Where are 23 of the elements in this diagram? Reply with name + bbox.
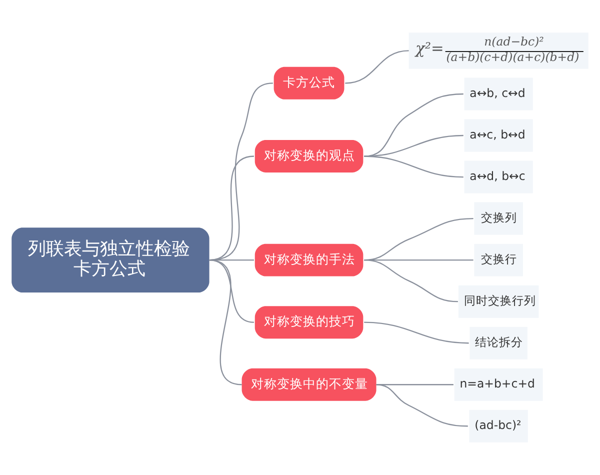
connector (364, 259, 458, 302)
node-box: a↔d, b↔c (464, 160, 533, 194)
connector (364, 322, 469, 344)
node-box: 同时交换行列 (458, 285, 539, 318)
node-box: 列联表与独立性检验 卡方公式 (12, 228, 210, 293)
connector (376, 384, 468, 427)
connector (364, 134, 464, 157)
node-box: (ad-bc)² (469, 410, 528, 442)
node-box: 对称变换中的不变量 (242, 368, 376, 401)
connector (209, 260, 242, 386)
node-box: n=a+b+c+d (454, 368, 543, 401)
node-box: 交换列 (474, 202, 523, 235)
node-box: 对称变换的手法 (254, 244, 364, 276)
node-box: a↔b, c↔d (464, 78, 533, 110)
connector (364, 93, 464, 157)
connector (345, 50, 409, 84)
node-box: 结论拆分 (470, 326, 528, 360)
node-box: a↔c, b↔d (464, 119, 533, 152)
node-box: 交换行 (474, 244, 523, 276)
node-box: 对称变换的技巧 (254, 306, 364, 339)
connector (364, 156, 464, 178)
node-box: 卡方公式 (274, 66, 344, 100)
node-box: 对称变换的观点 (254, 140, 364, 173)
